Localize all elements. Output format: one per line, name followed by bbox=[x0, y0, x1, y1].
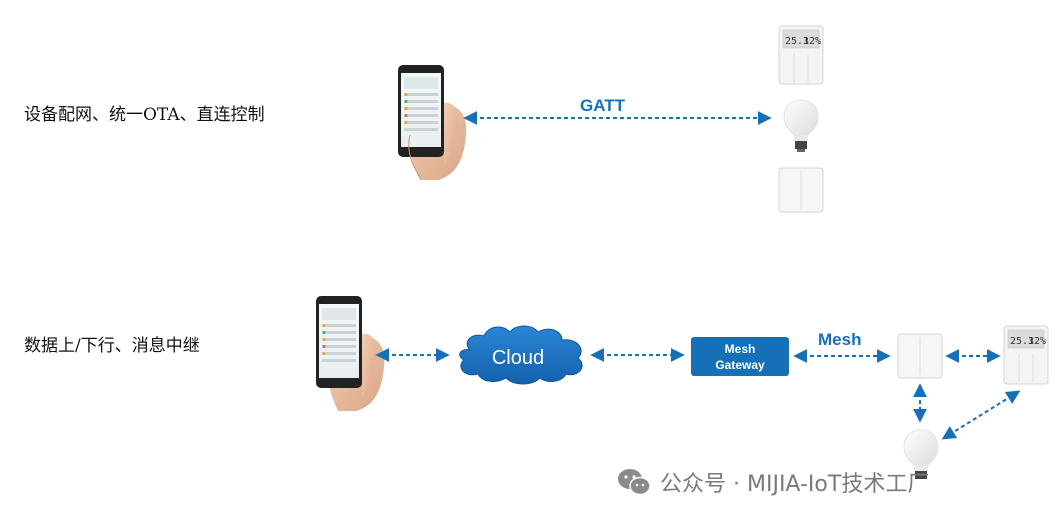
pairing-label: 设备配网、统一OTA、直连控制 bbox=[24, 105, 265, 125]
smart-bulb-top bbox=[783, 99, 819, 152]
sensor-temperature-bottom: 25.1 bbox=[1010, 336, 1034, 347]
gatt-label: GATT bbox=[580, 96, 626, 115]
data-relay-label: 数据上/下行、消息中继 bbox=[24, 336, 200, 356]
cloud-label: Cloud bbox=[492, 347, 544, 369]
mesh-label: Mesh bbox=[818, 330, 862, 349]
watermark: 公众号 · MIJIA-IoT技术工厂 bbox=[616, 466, 929, 498]
sensor-humidity: 32% bbox=[803, 36, 821, 47]
temp-humidity-sensor-top: 25.1 32% bbox=[778, 25, 824, 85]
mesh-gateway-node: Mesh Gateway bbox=[691, 337, 789, 376]
wechat-icon bbox=[618, 469, 651, 496]
wall-switch-top bbox=[778, 167, 824, 213]
phone-top bbox=[398, 65, 467, 180]
cloud-node: Cloud bbox=[459, 325, 583, 385]
temp-humidity-sensor-bottom: 25.1 32% bbox=[1003, 325, 1049, 385]
gateway-label-line2: Gateway bbox=[715, 358, 765, 372]
smart-bulb-bottom bbox=[903, 429, 939, 479]
watermark-text: 公众号 · MIJIA-IoT技术工厂 bbox=[660, 472, 930, 497]
gateway-label-line1: Mesh bbox=[725, 342, 756, 356]
wall-switch-bottom bbox=[897, 333, 943, 379]
sensor-temperature: 25.1 bbox=[785, 36, 809, 47]
sensor-bulb-arrow bbox=[941, 390, 1021, 440]
phone-bottom bbox=[316, 296, 385, 411]
sensor-humidity-bottom: 32% bbox=[1028, 336, 1046, 347]
